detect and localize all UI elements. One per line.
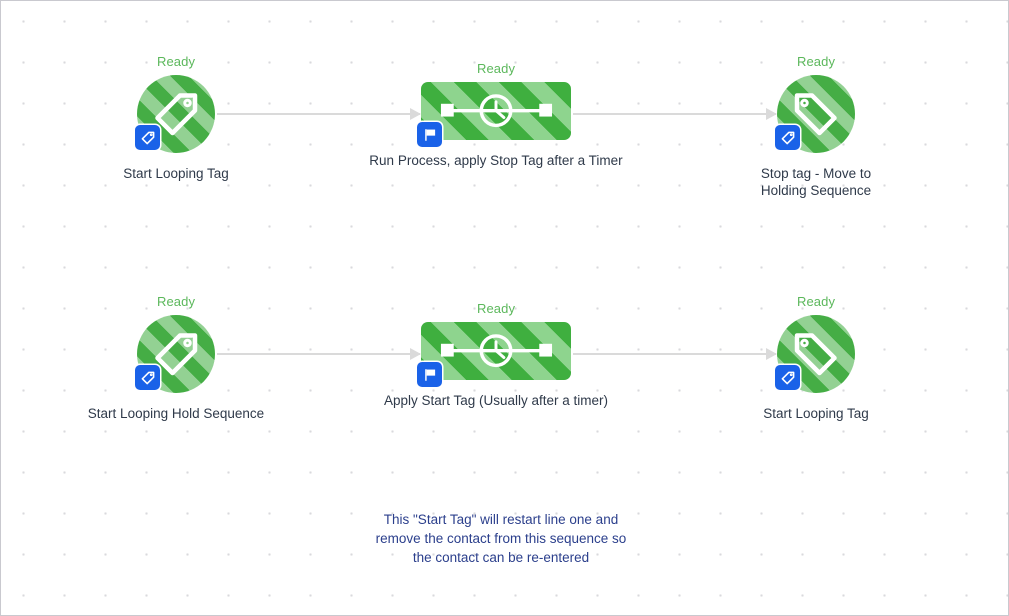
node-status-label: Ready <box>156 54 196 69</box>
tag-icon <box>137 315 215 393</box>
node-status-label: Ready <box>156 294 196 309</box>
node-caption: Run Process, apply Stop Tag after a Time… <box>369 153 623 168</box>
timer-icon <box>421 82 571 140</box>
tag-badge-icon[interactable] <box>135 125 160 150</box>
tag-badge-icon[interactable] <box>135 365 160 390</box>
node-caption: Start Looping Tag <box>123 166 229 181</box>
canvas-annotation-text: This "Start Tag" will restart line one a… <box>375 512 627 565</box>
connector-arrow[interactable] <box>217 348 421 360</box>
node-status-label: Ready <box>476 61 516 76</box>
tag-icon <box>137 75 215 153</box>
flag-badge-icon[interactable] <box>417 362 442 387</box>
flag-badge-icon[interactable] <box>417 122 442 147</box>
arrowhead-icon <box>766 108 777 120</box>
node-status-label: Ready <box>796 54 836 69</box>
node-rect-shape[interactable] <box>421 82 571 140</box>
arrowhead-icon <box>410 348 421 360</box>
tag-icon-mirrored <box>777 75 855 153</box>
node-caption: Start Looping Tag <box>763 406 869 421</box>
node-status-label: Ready <box>796 294 836 309</box>
node-caption: Apply Start Tag (Usually after a timer) <box>383 393 609 408</box>
connector-arrow[interactable] <box>573 348 777 360</box>
node-rect-shape[interactable] <box>421 322 571 380</box>
tag-badge-icon[interactable] <box>775 365 800 390</box>
connector-arrow[interactable] <box>217 108 421 120</box>
node-status-label: Ready <box>476 301 516 316</box>
timer-icon <box>421 322 571 380</box>
arrowhead-icon <box>766 348 777 360</box>
node-caption: Stop tag - Move to Holding Sequence <box>760 166 872 198</box>
tag-badge-icon[interactable] <box>775 125 800 150</box>
connector-arrow[interactable] <box>573 108 777 120</box>
node-caption: Start Looping Hold Sequence <box>87 406 265 421</box>
arrowhead-icon <box>410 108 421 120</box>
tag-icon-mirrored <box>777 315 855 393</box>
